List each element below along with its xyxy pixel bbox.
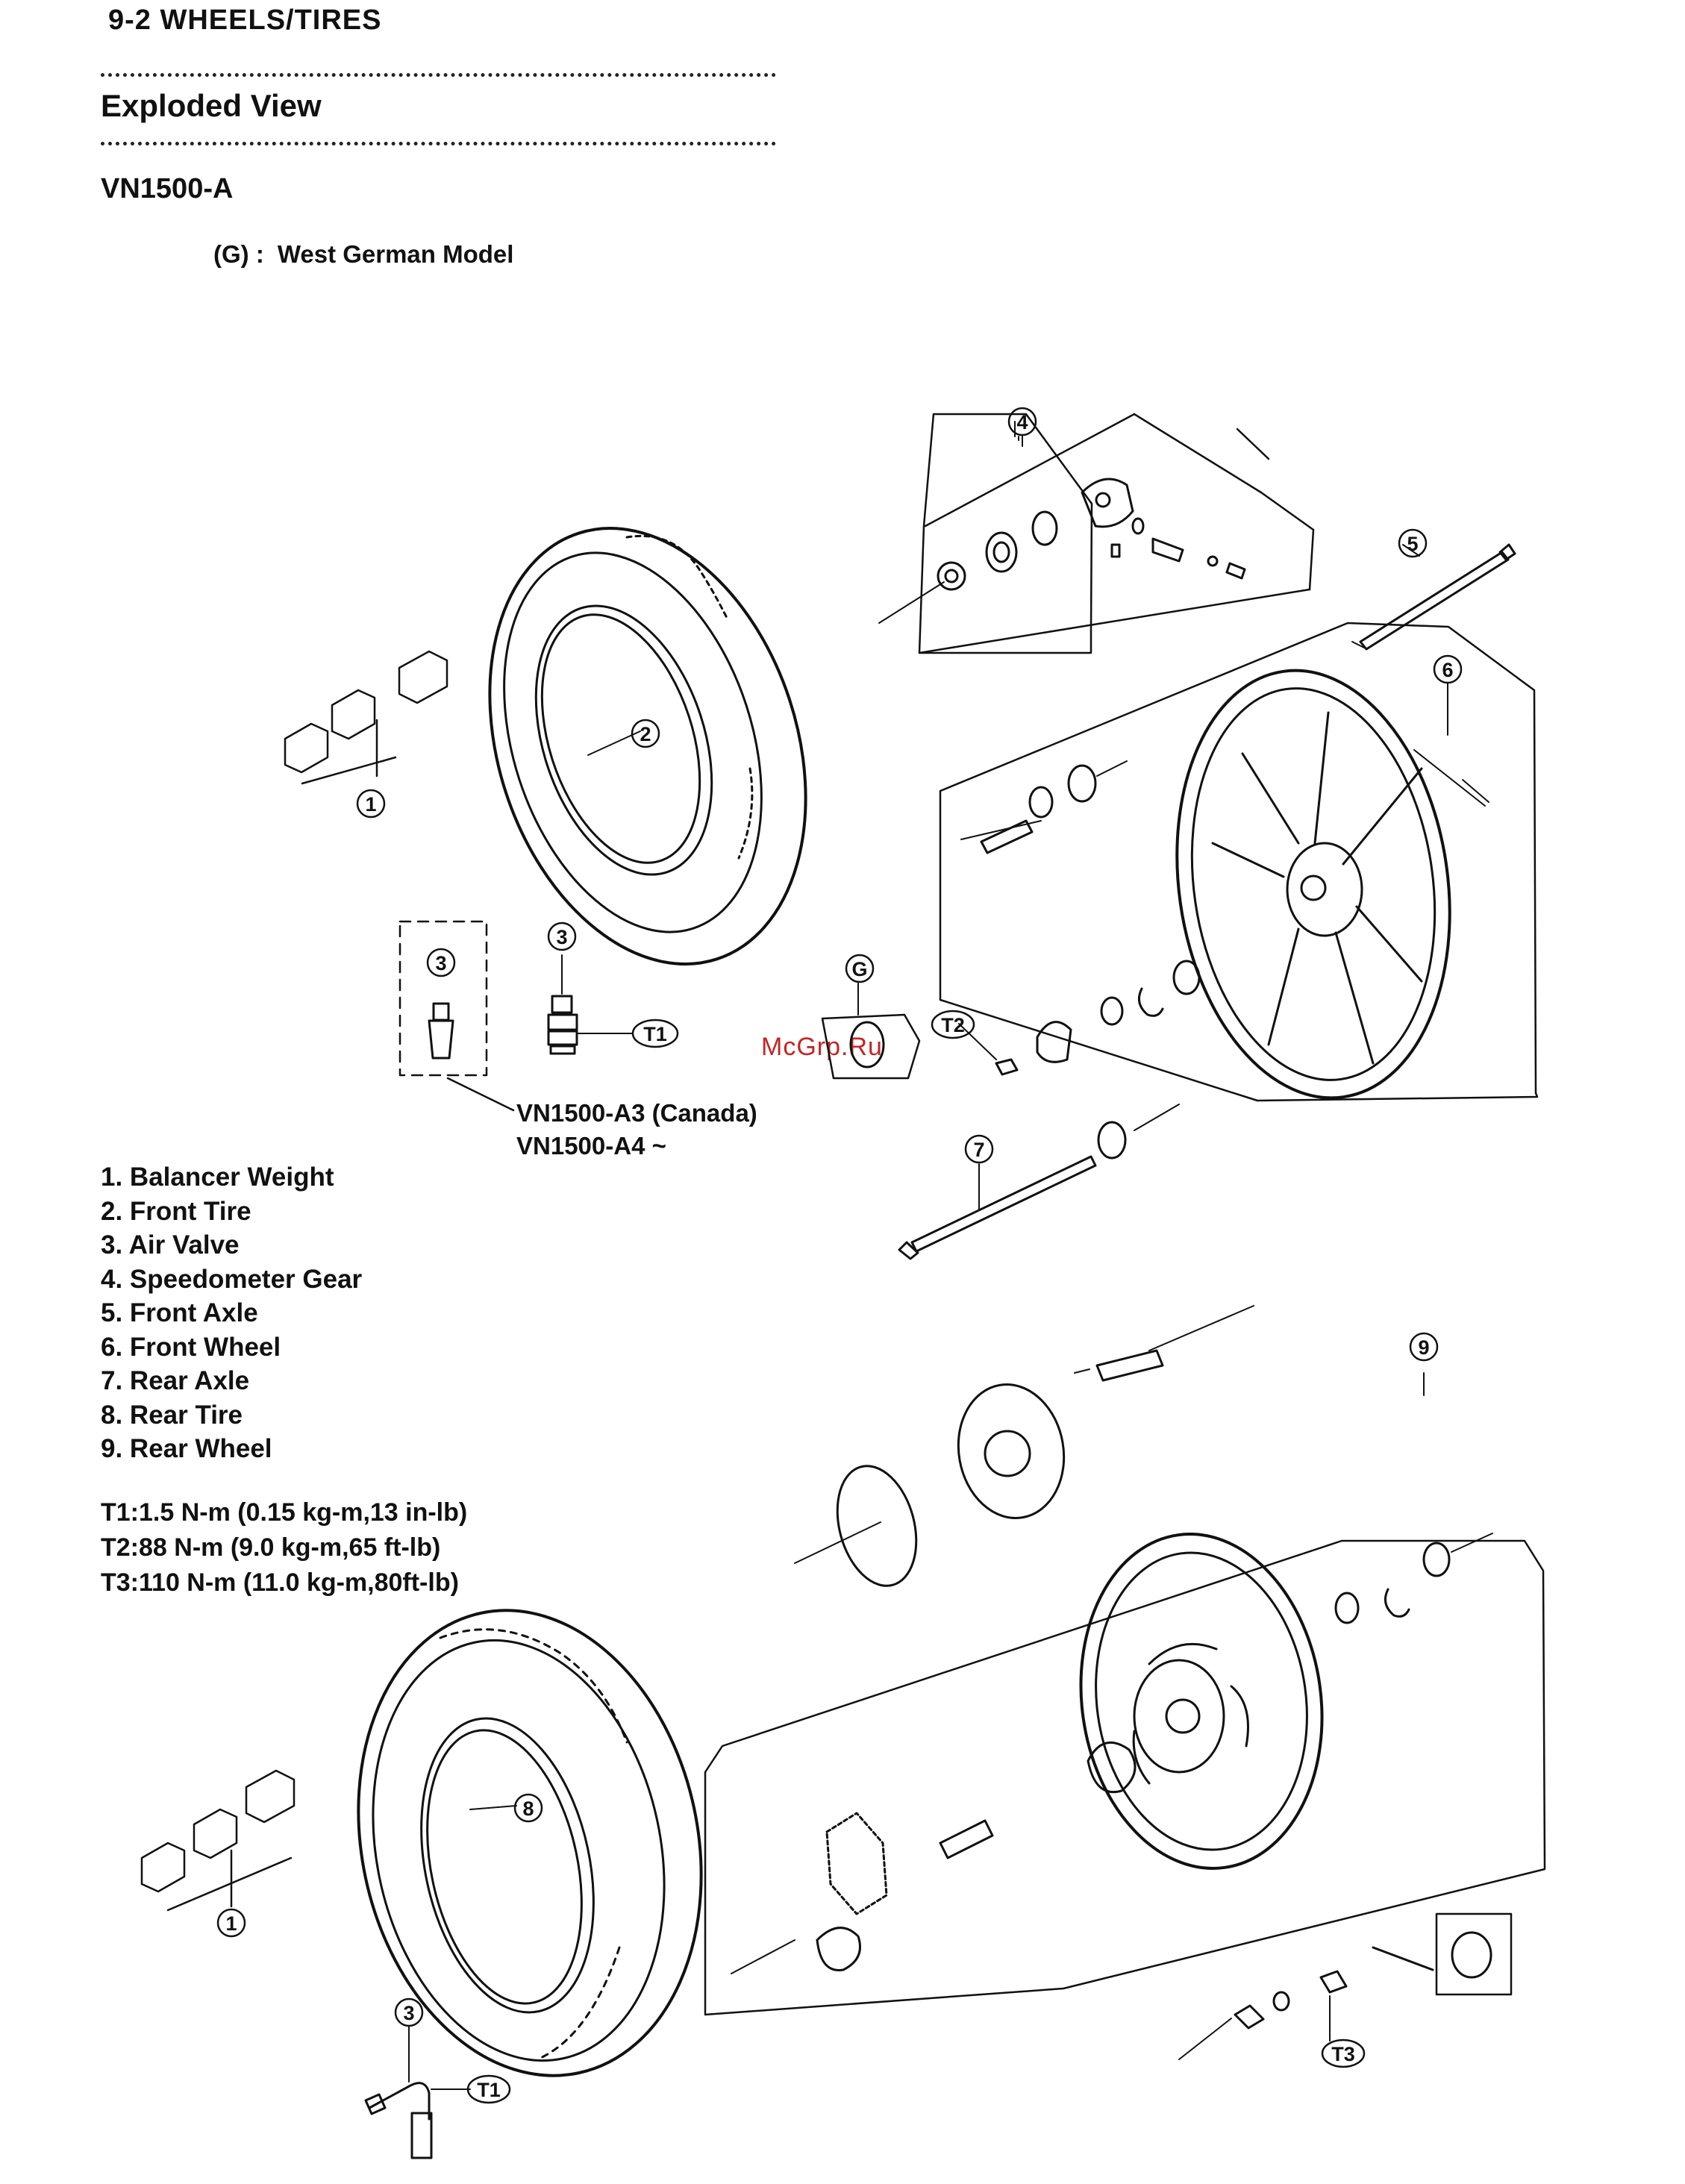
callout-7: 7 bbox=[964, 1134, 994, 1164]
legend-item: 3. Air Valve bbox=[101, 1230, 240, 1260]
sprocket-coupling bbox=[794, 1305, 1254, 1587]
svg-text:5: 5 bbox=[1407, 533, 1418, 555]
rear-tire bbox=[357, 1609, 703, 2077]
callout-5: 5 bbox=[1398, 528, 1428, 558]
variant-note: VN1500-A3 (Canada) VN1500-A4 ~ bbox=[516, 1097, 757, 1163]
legend-item: 6. Front Wheel bbox=[101, 1332, 281, 1362]
legend-item: 8. Rear Tire bbox=[101, 1400, 243, 1430]
callout-6: 6 bbox=[1433, 654, 1463, 684]
svg-text:6: 6 bbox=[1442, 659, 1453, 681]
legend-item: 1. Balancer Weight bbox=[101, 1163, 334, 1192]
rear-wheel-assembly bbox=[704, 1372, 1546, 2016]
legend-item: 9. Rear Wheel bbox=[101, 1434, 272, 1463]
rear-axle-hardware bbox=[1178, 1912, 1513, 2060]
svg-text:T1: T1 bbox=[643, 1023, 667, 1045]
callout-t2: T2 bbox=[931, 1010, 975, 1039]
callout-9: 9 bbox=[1409, 1332, 1439, 1362]
front-tire bbox=[488, 527, 807, 966]
legend-item: 7. Rear Axle bbox=[101, 1366, 250, 1395]
variant-leader bbox=[446, 1077, 515, 1112]
air-valve-front bbox=[547, 954, 634, 1055]
legend-item: 5. Front Axle bbox=[101, 1298, 258, 1327]
torque-spec: T2:88 N-m (9.0 kg-m,65 ft-lb) bbox=[101, 1533, 441, 1562]
callout-8: 8 bbox=[513, 1793, 543, 1823]
note-code: (G) : bbox=[213, 240, 264, 268]
callout-1-lower: 1 bbox=[216, 1908, 246, 1938]
parts-legend: 1. Balancer Weight 2. Front Tire 3. Air … bbox=[101, 1160, 362, 1466]
air-valve-rear bbox=[364, 2025, 471, 2159]
torque-spec: T3:110 N-m (11.0 kg-m,80ft-lb) bbox=[101, 1568, 459, 1597]
callout-t1-rear: T1 bbox=[466, 2074, 511, 2104]
svg-text:9: 9 bbox=[1418, 1336, 1429, 1359]
variant-note-line1: VN1500-A3 (Canada) bbox=[516, 1099, 757, 1127]
divider-bottom bbox=[101, 142, 776, 146]
balancer-weights-lower bbox=[140, 1769, 296, 1912]
callout-3-rear: 3 bbox=[394, 1997, 424, 2027]
model-label: VN1500-A bbox=[101, 173, 234, 204]
svg-text:8: 8 bbox=[522, 1797, 534, 1820]
svg-text:G: G bbox=[851, 958, 867, 980]
svg-text:4: 4 bbox=[1016, 411, 1028, 434]
callout-3-alt: 3 bbox=[426, 948, 456, 977]
svg-text:T3: T3 bbox=[1331, 2043, 1355, 2065]
note-text: West German Model bbox=[277, 240, 514, 268]
svg-text:7: 7 bbox=[973, 1139, 984, 1161]
callout-g: G bbox=[845, 954, 875, 983]
variant-note-line2: VN1500-A4 ~ bbox=[516, 1132, 666, 1160]
callout-3-front: 3 bbox=[547, 922, 577, 951]
torque-specs: T1:1.5 N-m (0.15 kg-m,13 in-lb) T2:88 N-… bbox=[101, 1495, 467, 1601]
callout-t1-front: T1 bbox=[631, 1019, 679, 1048]
front-wheel-assembly bbox=[939, 622, 1539, 1102]
callout-2: 2 bbox=[631, 719, 660, 748]
valve-option-box bbox=[398, 920, 488, 1077]
svg-text:T1: T1 bbox=[477, 2079, 501, 2101]
svg-text:3: 3 bbox=[435, 952, 446, 974]
balancer-weights-upper bbox=[284, 650, 448, 785]
svg-text:2: 2 bbox=[640, 723, 651, 745]
page-title: 9-2 WHEELS/TIRES bbox=[108, 4, 382, 36]
legend-item: 2. Front Tire bbox=[101, 1196, 251, 1226]
watermark: McGrp.Ru bbox=[761, 1033, 883, 1061]
svg-text:1: 1 bbox=[365, 793, 376, 816]
callout-4: 4 bbox=[1007, 407, 1037, 437]
air-valve-alt bbox=[428, 1002, 454, 1060]
west-german-option-part bbox=[821, 983, 921, 1080]
callout-t3: T3 bbox=[1321, 2038, 1366, 2068]
rear-axle bbox=[898, 1104, 1180, 1260]
front-axle-nut bbox=[958, 1021, 1072, 1076]
section-title: Exploded View bbox=[101, 88, 322, 123]
svg-text:3: 3 bbox=[403, 2002, 414, 2024]
model-note: (G) : West German Model bbox=[213, 240, 527, 269]
svg-text:T2: T2 bbox=[941, 1014, 965, 1036]
torque-spec: T1:1.5 N-m (0.15 kg-m,13 in-lb) bbox=[101, 1498, 468, 1527]
callout-1-upper: 1 bbox=[356, 789, 386, 819]
legend-item: 4. Speedometer Gear bbox=[101, 1264, 363, 1294]
front-axle bbox=[1351, 543, 1516, 651]
svg-text:3: 3 bbox=[556, 926, 567, 948]
svg-text:1: 1 bbox=[225, 1912, 237, 1935]
speedometer-gear-assembly bbox=[878, 413, 1315, 654]
divider-top bbox=[101, 73, 776, 77]
